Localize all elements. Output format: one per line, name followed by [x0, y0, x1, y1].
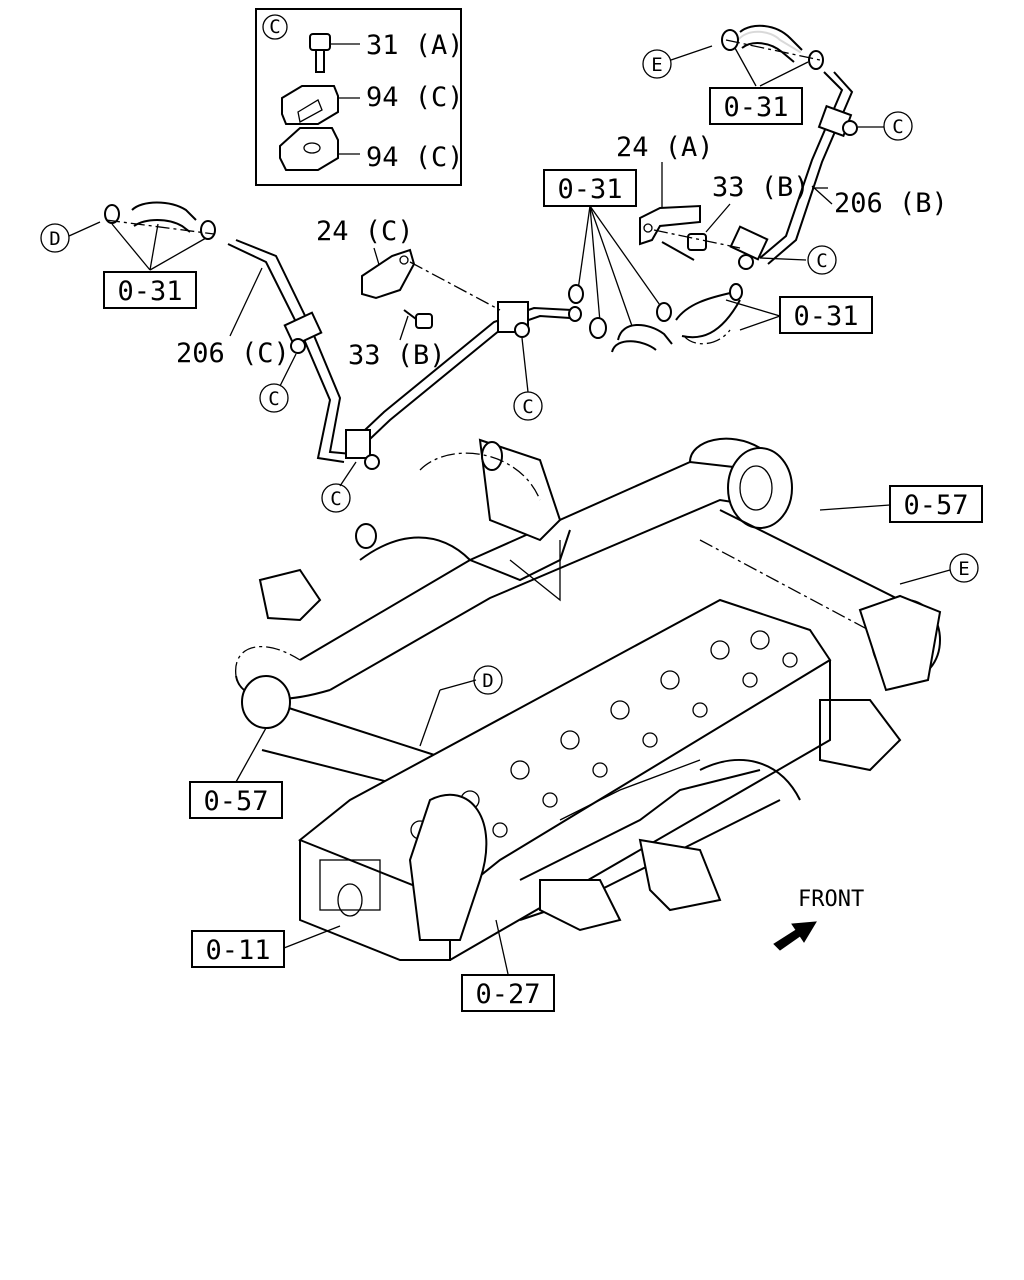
- ref-box-0-27[interactable]: 0-27: [461, 919, 555, 1012]
- bolt-33b-left-drawing: [403, 309, 433, 329]
- svg-text:0-27: 0-27: [475, 979, 540, 1010]
- callout-c-pipe206c-a: C: [259, 353, 297, 413]
- svg-text:0-11: 0-11: [205, 935, 270, 966]
- svg-text:E: E: [958, 558, 969, 580]
- label-33b-left: 33 (B): [348, 340, 446, 371]
- inset-part-2: 94 (C): [366, 82, 464, 113]
- label-206b: 206 (B): [834, 188, 948, 219]
- egr-cooler-drawing: [235, 437, 942, 791]
- callout-e-top: E: [642, 45, 713, 79]
- hose-clamp-icon: [721, 29, 739, 51]
- svg-text:C: C: [268, 388, 279, 410]
- ref-box-0-31-middle[interactable]: 0-31: [543, 169, 663, 327]
- label-24a: 24 (A): [616, 132, 714, 163]
- label-206c: 206 (C): [176, 338, 290, 369]
- upper-hose-assembly: [721, 24, 824, 70]
- ref-box-0-31-left[interactable]: 0-31: [103, 223, 207, 309]
- middle-hose-drawing: [568, 283, 743, 353]
- exhaust-manifold-drawing: [408, 759, 801, 941]
- bracket-24a-drawing: [639, 204, 701, 246]
- clamp-94c-upper-drawing: [281, 85, 360, 125]
- ref-box-0-31-right[interactable]: 0-31: [725, 296, 873, 334]
- svg-text:0-31: 0-31: [117, 276, 182, 307]
- svg-text:0-31: 0-31: [723, 92, 788, 123]
- svg-text:E: E: [651, 54, 662, 76]
- inset-part-1: 31 (A): [366, 30, 464, 61]
- hose-clamp-icon: [568, 284, 584, 304]
- label-33b-right: 33 (B): [712, 172, 810, 203]
- callout-d-left: D: [40, 221, 101, 253]
- callout-c-pipe206c-c: C: [321, 461, 357, 513]
- svg-text:0-31: 0-31: [557, 174, 622, 205]
- inset-part-3: 94 (C): [366, 142, 464, 173]
- svg-text:0-57: 0-57: [903, 490, 968, 521]
- ref-box-0-57-left[interactable]: 0-57: [189, 727, 283, 819]
- inset-letter: C: [269, 16, 280, 38]
- front-direction-indicator: FRONT: [773, 887, 864, 951]
- ref-box-0-11[interactable]: 0-11: [191, 925, 341, 968]
- svg-text:C: C: [816, 250, 827, 272]
- front-label: FRONT: [798, 887, 864, 912]
- pipe-206b-drawing: [729, 71, 858, 270]
- clamp-94c-lower-drawing: [279, 127, 360, 171]
- svg-text:0-57: 0-57: [203, 786, 268, 817]
- ref-box-0-57-right[interactable]: 0-57: [819, 485, 983, 523]
- hose-clamp-icon: [589, 317, 607, 339]
- callout-c-pipe206b-bottom: C: [759, 245, 837, 275]
- callout-c-pipe206b-top: C: [858, 111, 913, 141]
- callout-c-pipe206c-b: C: [513, 337, 543, 421]
- svg-text:D: D: [49, 228, 60, 250]
- svg-text:C: C: [892, 116, 903, 138]
- inset-panel: C 31 (A) 94 (C) 94 (C): [255, 8, 464, 186]
- ref-box-0-31-top[interactable]: 0-31: [709, 47, 809, 125]
- callout-e-right: E: [899, 553, 979, 585]
- hose-clamp-icon: [104, 204, 120, 224]
- hose-clamp-icon: [200, 220, 216, 240]
- svg-text:C: C: [522, 396, 533, 418]
- front-arrow-icon: [773, 921, 817, 951]
- hose-clamp-icon: [656, 302, 672, 322]
- bolt-31a-drawing: [309, 33, 360, 73]
- bolt-33b-right-drawing: [661, 233, 707, 261]
- svg-text:D: D: [482, 670, 493, 692]
- hose-clamp-icon: [808, 50, 824, 70]
- pipe-206c-drawing: [227, 239, 582, 470]
- svg-text:0-31: 0-31: [793, 301, 858, 332]
- callout-d-center: D: [419, 665, 503, 747]
- svg-text:C: C: [330, 488, 341, 510]
- bracket-24c-drawing: [361, 248, 416, 300]
- left-hose-assembly: [104, 201, 216, 240]
- label-24c: 24 (C): [316, 216, 414, 247]
